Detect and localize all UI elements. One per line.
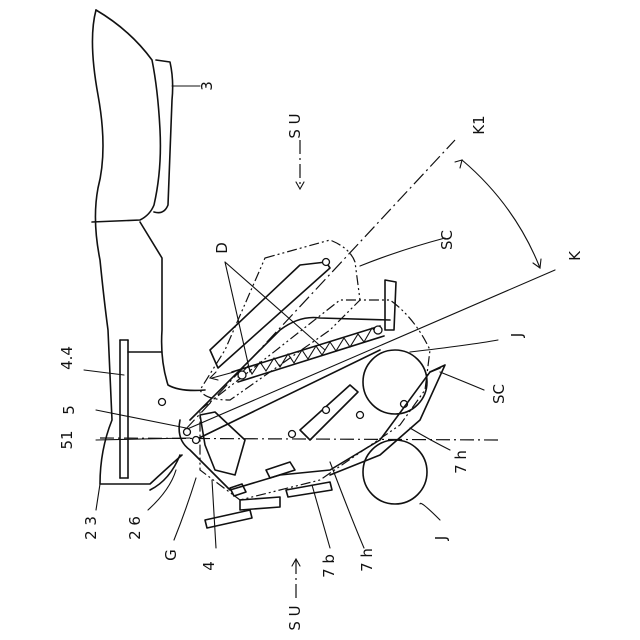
label-7h-right: 7 h [452,450,470,474]
link-arms [159,259,408,444]
lower-frame [179,365,445,528]
label-k1: K1 [470,115,488,134]
wheels-J [363,350,427,504]
label-d: D [213,242,231,254]
label-sc-top: SC [438,230,456,250]
label-7b: 7 b [320,554,338,578]
label-su-top: S U [286,113,304,138]
sc-region [200,240,430,500]
body-structure [92,10,205,490]
label-23: 2 3 [82,516,100,540]
label-j-bottom: J [432,536,450,541]
label-j-top: J [508,333,526,338]
su-arrows [292,140,304,600]
label-4: 4 [200,561,218,571]
label-k: K [566,250,584,261]
label-g: G [162,549,180,561]
label-51: 51 [58,430,76,449]
label-26: 2 6 [126,516,144,540]
label-5: 5 [60,405,78,415]
label-7h-bottom: 7 h [358,548,376,572]
label-3: 3 [198,81,216,91]
label-44: 4.4 [58,346,76,370]
label-su-bottom: S U [286,605,304,630]
leader-lines [96,238,498,548]
label-sc-right: SC [490,384,508,404]
frame-44 [84,340,162,478]
